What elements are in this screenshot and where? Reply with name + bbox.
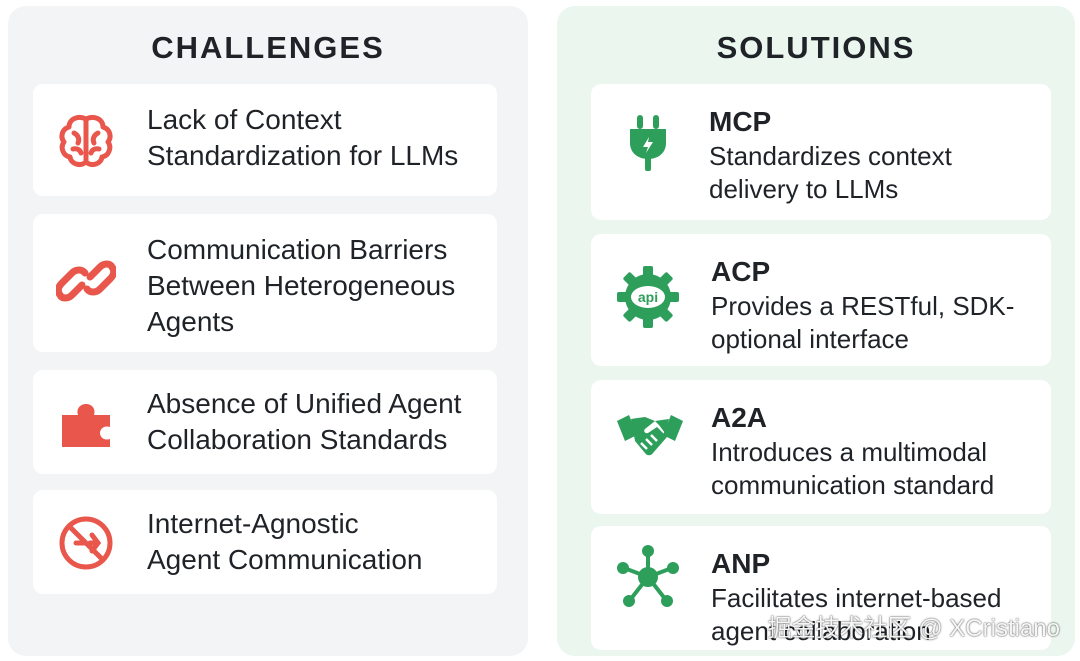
challenge-card-internet: Internet-Agnostic Agent Communication: [33, 490, 497, 594]
solution-text-line: communication standard: [711, 470, 995, 500]
challenge-card-collaboration: Absence of Unified Agent Collaboration S…: [33, 370, 497, 474]
puzzle-piece-icon: [55, 394, 117, 456]
solution-text-line: Provides a RESTful, SDK-: [711, 291, 1015, 321]
challenge-text-line: Communication Barriers: [147, 234, 448, 265]
solution-name: ACP: [711, 256, 771, 287]
watermark: 掘金技术社区 @ XCristiano: [767, 615, 1060, 642]
challenge-text-line: Absence of Unified Agent: [147, 388, 462, 419]
challenge-text-line: Standardization for LLMs: [147, 140, 459, 171]
challenge-text-line: Collaboration Standards: [147, 424, 448, 455]
challenge-text-line: Internet-Agnostic: [147, 508, 359, 539]
solution-name: A2A: [711, 402, 768, 433]
no-connection-icon: [55, 512, 117, 574]
challenges-panel: CHALLENGES Lack of Context Standardizati…: [8, 6, 528, 656]
solutions-panel: SOLUTIONS MCP Standardizes context deliv…: [557, 6, 1075, 656]
svg-text:api: api: [638, 289, 658, 305]
challenge-card-context: Lack of Context Standardization for LLMs: [33, 84, 497, 196]
api-gear-icon: api: [615, 264, 681, 330]
solution-text-line: Introduces a multimodal: [711, 437, 988, 467]
solution-card-a2a: A2A Introduces a multimodal communicatio…: [591, 380, 1051, 514]
challenge-text-line: Agents: [147, 306, 235, 337]
handshake-icon: [615, 408, 685, 466]
challenge-text-line: Agent Communication: [147, 544, 423, 575]
solution-text-line: agent collaboration: [711, 616, 931, 646]
solution-text-line: Standardizes context: [709, 141, 952, 171]
solution-text-line: delivery to LLMs: [709, 174, 899, 204]
challenge-text-line: Lack of Context: [147, 104, 342, 135]
solution-card-acp: api ACP Provides a RESTful, SDK- optiona…: [591, 234, 1051, 366]
solution-name: ANP: [711, 548, 771, 579]
solution-card-mcp: MCP Standardizes context delivery to LLM…: [591, 84, 1051, 220]
challenge-card-communication: Communication Barriers Between Heterogen…: [33, 214, 497, 352]
solution-text-line: optional interface: [711, 324, 910, 354]
network-hub-icon: [615, 544, 681, 610]
chain-link-icon: [55, 250, 117, 312]
challenges-title: CHALLENGES: [151, 30, 385, 65]
plug-icon: [617, 112, 679, 174]
brain-icon: [55, 110, 117, 172]
challenge-text-line: Between Heterogeneous: [147, 270, 456, 301]
solutions-title: SOLUTIONS: [716, 30, 916, 65]
solution-name: MCP: [709, 106, 772, 137]
solution-card-anp: ANP Facilitates internet-based agent col…: [591, 526, 1051, 650]
solution-text-line: Facilitates internet-based: [711, 583, 1002, 613]
